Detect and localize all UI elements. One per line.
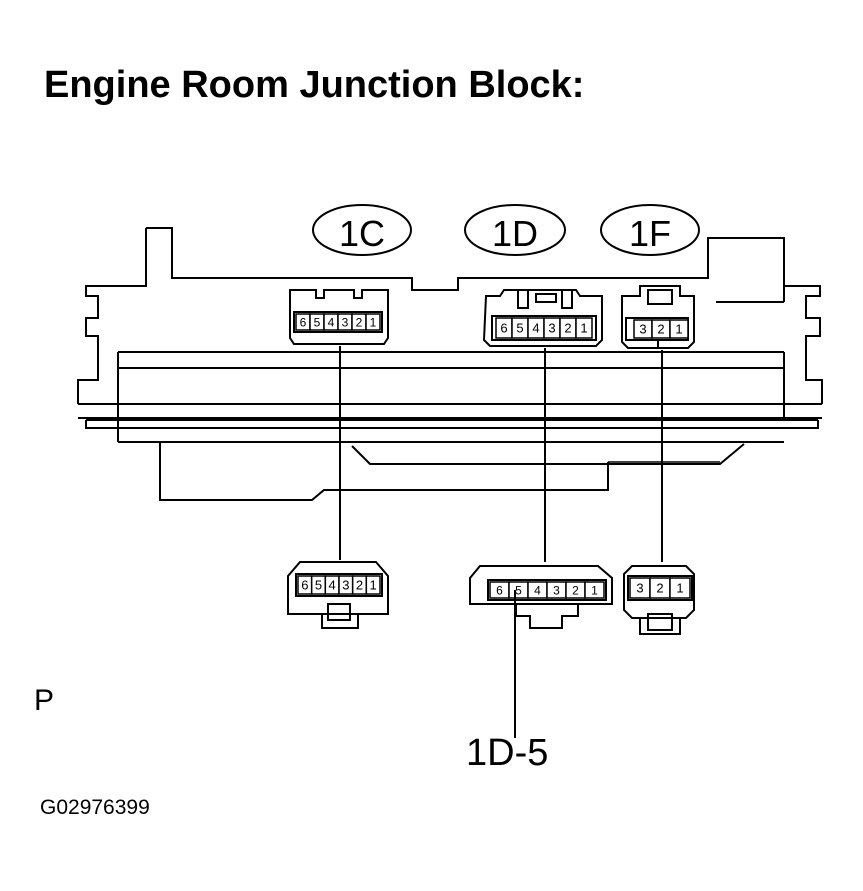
harness-1c-pin-label: 6	[301, 578, 308, 593]
block-1d-pin-label: 2	[564, 321, 571, 336]
block-1d-pin-label: 1	[580, 321, 587, 336]
harness-1c-pin-label: 1	[370, 578, 377, 593]
block-1c-pin-label: 2	[356, 315, 363, 329]
harness-1d-pin-label: 2	[572, 583, 579, 597]
label-1d: 1D	[464, 204, 566, 256]
harness-1d-pin-label: 5	[515, 583, 522, 597]
block-1f-pin-cell	[669, 319, 689, 339]
block-1c-pin-label: 3	[342, 315, 349, 329]
harness-1d-pin-label: 3	[553, 583, 560, 597]
view-label: P	[34, 684, 55, 717]
label-1f: 1F	[600, 204, 700, 256]
block-1d-pin-label: 3	[548, 321, 555, 336]
block-1c-pin-label: 6	[300, 315, 307, 329]
block-1c-pin-cell	[365, 313, 381, 331]
harness-1d-pin-cell	[584, 581, 605, 599]
harness-1f-pin-label: 3	[636, 581, 643, 596]
harness-1f-pin-label: 1	[676, 581, 683, 596]
block-1f-pin-label: 1	[675, 322, 682, 337]
block-1d-pin-label: 5	[516, 321, 523, 336]
svg-text:1F: 1F	[629, 213, 671, 254]
harness-1c-pin-cell	[365, 575, 381, 595]
harness-1d-pin-label: 1	[591, 583, 598, 597]
block-1d-pin-label: 4	[532, 321, 539, 336]
svg-text:1C: 1C	[339, 213, 385, 254]
block-1d-pin-cell	[575, 317, 593, 339]
harness-1c-pin-label: 2	[356, 578, 363, 593]
block-1f-pin-label: 3	[639, 322, 646, 337]
figure-id: G02976399	[40, 796, 150, 819]
block-1d-pin-label: 6	[500, 321, 507, 336]
junction-block-body	[77, 227, 823, 501]
svg-text:1D: 1D	[492, 213, 538, 254]
page-title: Engine Room Junction Block:	[44, 64, 585, 106]
harness-1c-pin-label: 4	[329, 578, 336, 593]
harness-1f-pin-cell	[669, 577, 691, 599]
harness-1d-pin-label: 6	[496, 583, 503, 597]
block-1c-pin-label: 5	[314, 315, 321, 329]
harness-1f-pin-label: 2	[656, 581, 663, 596]
block-1f-pin-label: 2	[657, 322, 664, 337]
label-1c: 1C	[312, 204, 412, 256]
harness-1d-pin-label: 4	[534, 583, 541, 597]
callout-label: 1D-5	[466, 732, 549, 774]
harness-1c-pin-label: 5	[315, 578, 322, 593]
harness-1c-pin-label: 3	[342, 578, 349, 593]
block-1c-pin-label: 1	[370, 315, 377, 329]
block-1c-pin-label: 4	[328, 315, 335, 329]
